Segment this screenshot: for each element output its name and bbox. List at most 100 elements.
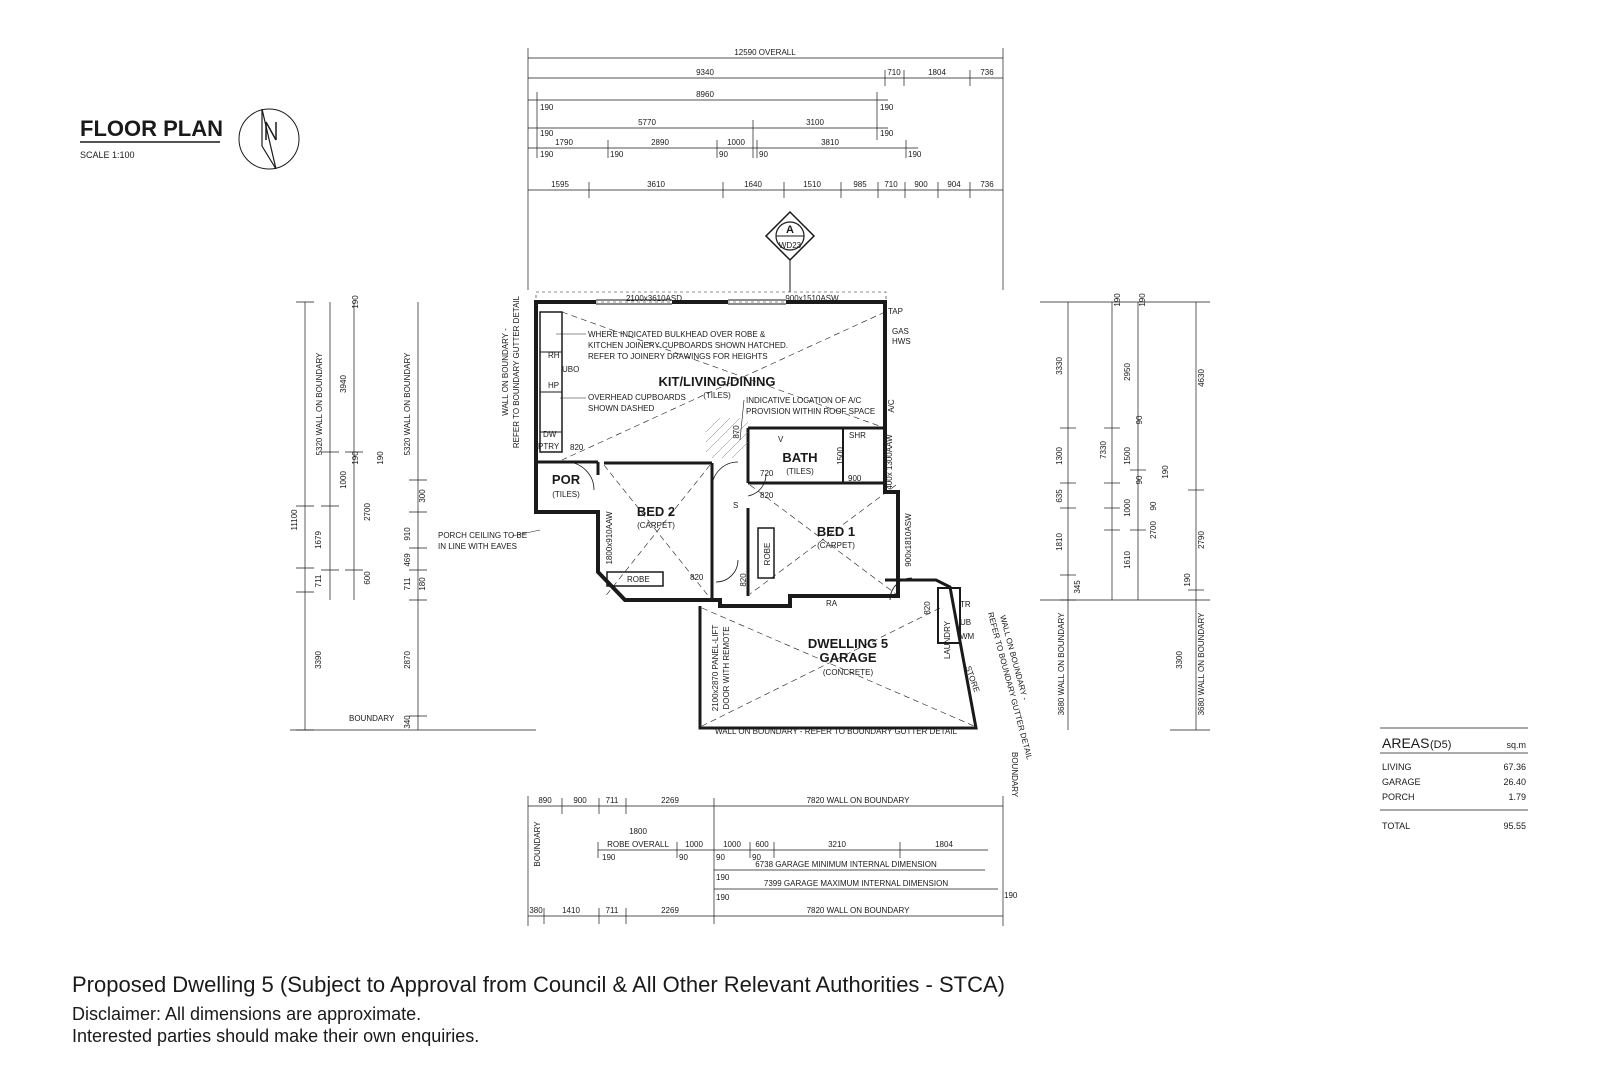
dim-label: 3610 bbox=[647, 180, 665, 189]
dim-label: 2790 bbox=[1197, 531, 1206, 549]
room-garage-finish: (CONCRETE) bbox=[823, 668, 874, 677]
room-bed1: BED 1 bbox=[817, 524, 855, 539]
room-bed2-finish: (CARPET) bbox=[637, 521, 675, 530]
dim-label: 1000 bbox=[339, 471, 348, 489]
section-letter: A bbox=[786, 224, 794, 236]
footer-disclaimer: Disclaimer: All dimensions are approxima… bbox=[72, 1004, 422, 1024]
dim-label: 710 bbox=[884, 180, 898, 189]
window-label: 400x 1300AAW bbox=[885, 434, 894, 490]
room-bath-finish: (TILES) bbox=[786, 467, 814, 476]
plan-title: FLOOR PLAN bbox=[80, 116, 223, 141]
room-kit-finish: (TILES) bbox=[703, 391, 731, 400]
dim-wall-boundary: 5320 WALL ON BOUNDARY bbox=[315, 352, 324, 456]
dim-label: 711 bbox=[314, 574, 323, 587]
dim-label: 190 bbox=[880, 129, 894, 138]
dim-label: 190 bbox=[610, 150, 624, 159]
door-width: 820 bbox=[690, 573, 704, 582]
areas-table: AREAS (D5) sq.m LIVING 67.36 GARAGE 26.4… bbox=[1380, 727, 1528, 831]
fixture-tr: TR bbox=[960, 600, 971, 609]
area-row-label: GARAGE bbox=[1382, 777, 1421, 787]
room-labels: KIT/LIVING/DINING (TILES) POR (TILES) BA… bbox=[552, 374, 888, 677]
dim-label: 90 bbox=[759, 150, 768, 159]
note-wall-left-line2: REFER TO BOUNDARY GUTTER DETAIL bbox=[512, 295, 521, 448]
dim-label: 1000 bbox=[723, 840, 741, 849]
dim-label: 2890 bbox=[651, 138, 669, 147]
area-row-value: 26.40 bbox=[1503, 777, 1526, 787]
dim-label: 2269 bbox=[661, 906, 679, 915]
dim-label: 4630 bbox=[1197, 369, 1206, 387]
dim-label: 8960 bbox=[696, 90, 714, 99]
dim-label: 3810 bbox=[821, 138, 839, 147]
annotation-notes: WHERE INDICATED BULKHEAD OVER ROBE & KIT… bbox=[349, 295, 1034, 798]
section-marker: A WD23 bbox=[764, 210, 816, 292]
dim-garage-min: 6738 GARAGE MINIMUM INTERNAL DIMENSION bbox=[755, 860, 937, 869]
dim-label: 90 bbox=[719, 150, 728, 159]
footer-note: Interested parties should make their own… bbox=[72, 1026, 480, 1046]
dim-label: 190 bbox=[351, 451, 360, 465]
dim-label: 1804 bbox=[935, 840, 953, 849]
room-garage: GARAGE bbox=[819, 650, 876, 665]
door-width: 870 bbox=[732, 425, 741, 439]
door-width: 820 bbox=[739, 573, 748, 587]
dim-label: 190 bbox=[1161, 465, 1170, 479]
footer-title: Proposed Dwelling 5 (Subject to Approval… bbox=[72, 972, 1005, 997]
fixture-gas: GAS bbox=[892, 327, 909, 336]
dim-label: 600 bbox=[755, 840, 769, 849]
window-label: 900x1810ASW bbox=[904, 513, 913, 567]
area-row-value: 67.36 bbox=[1503, 762, 1526, 772]
dim-label: 7820 WALL ON BOUNDARY bbox=[807, 796, 911, 805]
fixture-ub: UB bbox=[960, 618, 971, 627]
dim-label: 1500 bbox=[1123, 447, 1132, 465]
label-boundary-right: BOUNDARY bbox=[1010, 752, 1019, 798]
dim-label: 3390 bbox=[314, 651, 323, 669]
area-total-value: 95.55 bbox=[1503, 821, 1526, 831]
dim-label: 1000 bbox=[1123, 499, 1132, 517]
note-wall-left-line1: WALL ON BOUNDARY - bbox=[501, 328, 510, 416]
dim-label: 635 bbox=[1055, 489, 1064, 503]
plan-scale: SCALE 1:100 bbox=[80, 150, 135, 160]
note-bulkhead-line2: KITCHEN JOINERY CUPBOARDS SHOWN HATCHED. bbox=[588, 341, 788, 350]
left-dimensions bbox=[290, 301, 536, 731]
dim-label: 90 bbox=[1135, 415, 1144, 424]
room-bed1-finish: (CARPET) bbox=[817, 541, 855, 550]
fixture-hws: HWS bbox=[892, 337, 911, 346]
dim-label: 711 bbox=[606, 906, 619, 915]
dim-robe-overall: ROBE OVERALL bbox=[607, 840, 669, 849]
dim-label: 3940 bbox=[339, 375, 348, 393]
room-bed2: BED 2 bbox=[637, 504, 675, 519]
fixture-v: V bbox=[778, 435, 784, 444]
top-dimension-labels: 12590 OVERALL 9340 710 1804 736 190 8960… bbox=[540, 48, 994, 189]
door-width: 820 bbox=[570, 443, 584, 452]
dim-garage-max: 7399 GARAGE MAXIMUM INTERNAL DIMENSION bbox=[764, 879, 948, 888]
areas-heading: AREAS bbox=[1382, 735, 1429, 751]
dim-label: 90 bbox=[679, 853, 688, 862]
fixture-s: S bbox=[733, 501, 738, 510]
section-ref: WD23 bbox=[779, 241, 802, 250]
areas-unit: sq.m bbox=[1506, 740, 1526, 750]
dim-label: 190 bbox=[376, 451, 385, 465]
dim-label: 1810 bbox=[1055, 533, 1064, 551]
leader-lines bbox=[511, 333, 745, 537]
right-dimensions bbox=[1040, 301, 1210, 731]
note-bulkhead-line1: WHERE INDICATED BULKHEAD OVER ROBE & bbox=[588, 330, 766, 339]
dim-label: 1300 bbox=[1055, 447, 1064, 465]
room-kit-living-dining: KIT/LIVING/DINING bbox=[659, 374, 776, 389]
dim-label: 600 bbox=[363, 571, 372, 585]
dim-label: 469 bbox=[403, 553, 412, 567]
dim-overall: 12590 OVERALL bbox=[734, 48, 796, 57]
door-width: 1500 bbox=[836, 447, 845, 465]
fixture-ptry: PTRY bbox=[538, 442, 560, 451]
dim-label: 3100 bbox=[806, 118, 824, 127]
area-row-label: LIVING bbox=[1382, 762, 1412, 772]
window-label: 2100x3610ASD bbox=[626, 294, 682, 303]
area-total-label: TOTAL bbox=[1382, 821, 1410, 831]
note-wall-bottom: WALL ON BOUNDARY - REFER TO BOUNDARY GUT… bbox=[715, 727, 958, 736]
dim-label: 190 bbox=[1113, 293, 1122, 307]
fixture-wm: WM bbox=[960, 632, 975, 641]
title-block: FLOOR PLAN SCALE 1:100 bbox=[80, 108, 300, 170]
dim-label: 3300 bbox=[1175, 651, 1184, 669]
note-porch-line2: IN LINE WITH EAVES bbox=[438, 542, 517, 551]
fixture-hp: HP bbox=[548, 381, 559, 390]
left-dimension-labels: 11100 5320 WALL ON BOUNDARY 5320 WALL ON… bbox=[290, 295, 427, 729]
dim-label: 1804 bbox=[928, 68, 946, 77]
